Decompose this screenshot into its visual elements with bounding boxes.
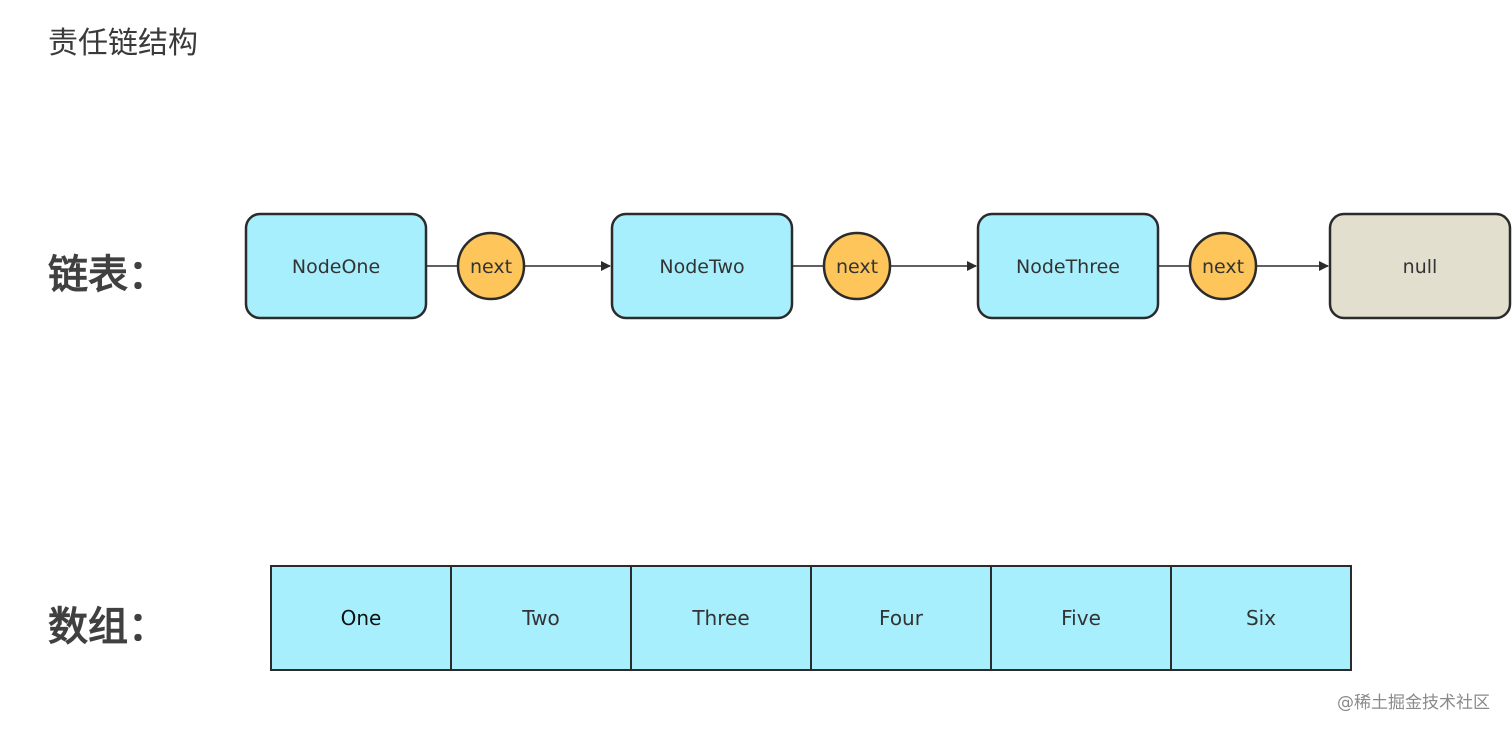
node-two: NodeTwo	[610, 212, 794, 320]
node-one-label: NodeOne	[292, 256, 380, 278]
linked-list-label: 链表：	[48, 252, 168, 298]
node-two-label: NodeTwo	[659, 256, 744, 278]
pointer-next-3: next	[1188, 231, 1258, 301]
array-label: 数组：	[48, 604, 168, 650]
watermark: @稀土掘金技术社区	[1337, 693, 1490, 713]
array-cell: Three	[630, 567, 810, 669]
node-one: NodeOne	[244, 212, 428, 320]
null-node: null	[1328, 212, 1512, 320]
array-cell: Five	[990, 567, 1170, 669]
page-title: 责任链结构	[48, 26, 198, 61]
pointer-next-1-label: next	[470, 256, 512, 278]
null-node-box	[1328, 212, 1512, 320]
pointer-next-3-label: next	[1202, 256, 1244, 278]
array-cell: Two	[450, 567, 630, 669]
node-three-label: NodeThree	[1016, 256, 1120, 278]
null-node-label: null	[1403, 256, 1438, 278]
node-three: NodeThree	[976, 212, 1160, 320]
pointer-next-1: next	[456, 231, 526, 301]
pointer-next-2: next	[822, 231, 892, 301]
array-cell: One	[340, 606, 382, 630]
array-cell: Four	[810, 567, 990, 669]
array-cell: Six	[1170, 567, 1350, 669]
pointer-next-2-label: next	[836, 256, 878, 278]
array-diagram: One Two Three Four Five Six	[270, 565, 1352, 671]
